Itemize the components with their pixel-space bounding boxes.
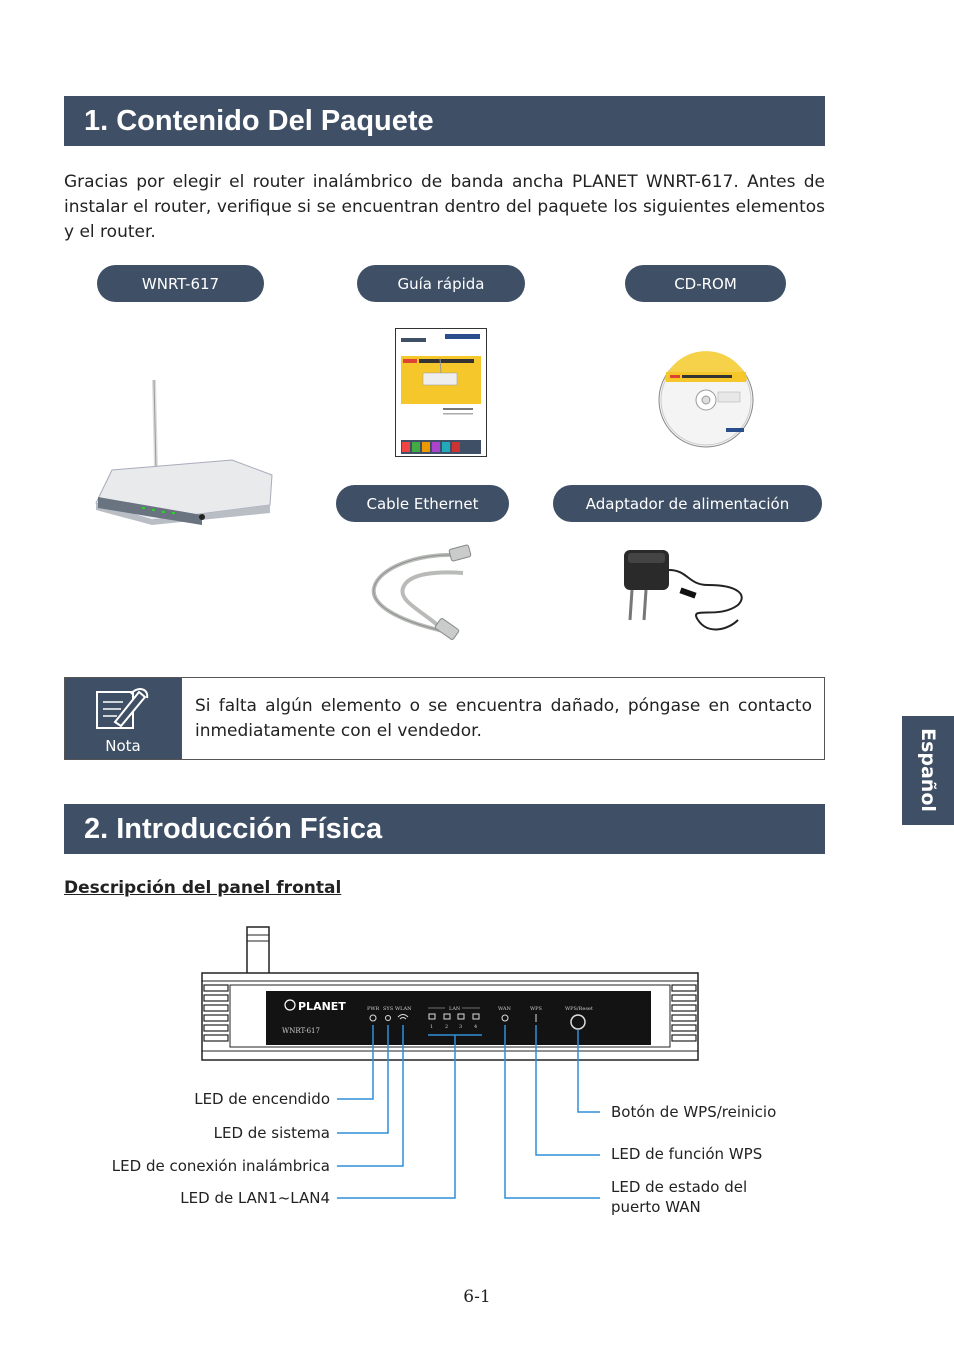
callout-wireless-led: LED de conexión inalámbrica bbox=[111, 1157, 330, 1175]
callout-power-led: LED de encendido bbox=[194, 1090, 330, 1108]
lan1-led-icon bbox=[428, 1013, 436, 1020]
power-adapter-image bbox=[624, 550, 743, 631]
lan2-led-icon bbox=[443, 1013, 451, 1020]
callout-system-led: LED de sistema bbox=[213, 1124, 330, 1142]
wireless-led-icon bbox=[397, 1014, 409, 1020]
callout-wps-led: LED de función WPS bbox=[611, 1145, 763, 1163]
callout-line-lan bbox=[337, 1035, 456, 1199]
intro-paragraph: Gracias por elegir el router inalámbrico… bbox=[64, 172, 825, 242]
language-side-tab: Español bbox=[902, 716, 954, 825]
note-icon-area: Nota bbox=[65, 678, 182, 759]
panel-label-wan: WAN bbox=[498, 1006, 512, 1012]
ethernet-cable-image bbox=[371, 544, 472, 640]
lan3-led-icon bbox=[457, 1013, 465, 1020]
note-label: Nota bbox=[105, 737, 141, 755]
callout-lan-led: LED de LAN1~LAN4 bbox=[180, 1189, 330, 1207]
note-pencil-icon bbox=[96, 688, 149, 729]
panel-label-wps: WPS bbox=[530, 1006, 543, 1012]
callout-wan-led-line1: LED de estado del bbox=[611, 1178, 748, 1196]
front-panel-diagram: PLANET WNRT-617 PWR SYS WLAN LAN WAN WPS… bbox=[201, 926, 699, 1199]
cdrom-image bbox=[658, 351, 754, 448]
panel-label-pwr: PWR bbox=[367, 1006, 380, 1012]
power-led-icon bbox=[369, 1014, 377, 1022]
callout-wan-led-line2: puerto WAN bbox=[611, 1198, 701, 1216]
quick-guide-image bbox=[395, 328, 487, 457]
lan4-led-icon bbox=[472, 1013, 480, 1020]
callout-line-wireless bbox=[337, 1025, 404, 1167]
callout-line-wan bbox=[504, 1025, 600, 1199]
pill-ethernet-cable: Cable Ethernet bbox=[336, 485, 509, 522]
panel-label-lan: LAN bbox=[449, 1006, 461, 1012]
language-side-tab-text: Español bbox=[917, 728, 939, 812]
note-text: Si falta algún elemento o se encuentra d… bbox=[195, 696, 812, 741]
panel-label-lan4: 4 bbox=[474, 1024, 477, 1030]
callout-line-system bbox=[337, 1025, 389, 1134]
pill-quick-guide: Guía rápida bbox=[357, 265, 525, 302]
pill-cdrom: CD-ROM bbox=[625, 265, 786, 302]
callout-wps-button: Botón de WPS/reinicio bbox=[611, 1103, 777, 1121]
panel-model: WNRT-617 bbox=[282, 1027, 320, 1035]
panel-label-lan2: 2 bbox=[445, 1024, 448, 1030]
pill-power-adapter: Adaptador de alimentación bbox=[553, 485, 822, 522]
callout-line-power bbox=[337, 1025, 374, 1100]
pill-router: WNRT-617 bbox=[97, 265, 264, 302]
section-title-text: 1. Contenido Del Paquete bbox=[84, 104, 434, 137]
panel-label-lan3: 3 bbox=[459, 1024, 462, 1030]
callout-line-wps-reset bbox=[577, 1030, 600, 1113]
panel-brand: PLANET bbox=[298, 1000, 346, 1013]
note-box: Nota Si falta algún elemento o se encuen… bbox=[64, 677, 825, 760]
section-title-physical-intro: 2. Introducción Física bbox=[64, 804, 825, 854]
front-panel-subheading: Descripción del panel frontal bbox=[64, 878, 342, 898]
wan-led-icon bbox=[501, 1014, 509, 1022]
panel-label-lan1: 1 bbox=[430, 1024, 433, 1030]
page-number: 6-1 bbox=[463, 1287, 491, 1307]
system-led-icon bbox=[385, 1015, 391, 1021]
wps-reset-button-icon bbox=[570, 1014, 586, 1030]
panel-label-wlan: WLAN bbox=[395, 1006, 412, 1012]
section-title-package-contents: 1. Contenido Del Paquete bbox=[64, 96, 825, 146]
callout-line-wps bbox=[535, 1025, 600, 1156]
router-image bbox=[95, 379, 273, 525]
panel-label-wps-reset: WPS/Reset bbox=[565, 1006, 593, 1012]
panel-label-sys: SYS bbox=[383, 1006, 394, 1012]
section-title-text: 2. Introducción Física bbox=[84, 812, 383, 845]
